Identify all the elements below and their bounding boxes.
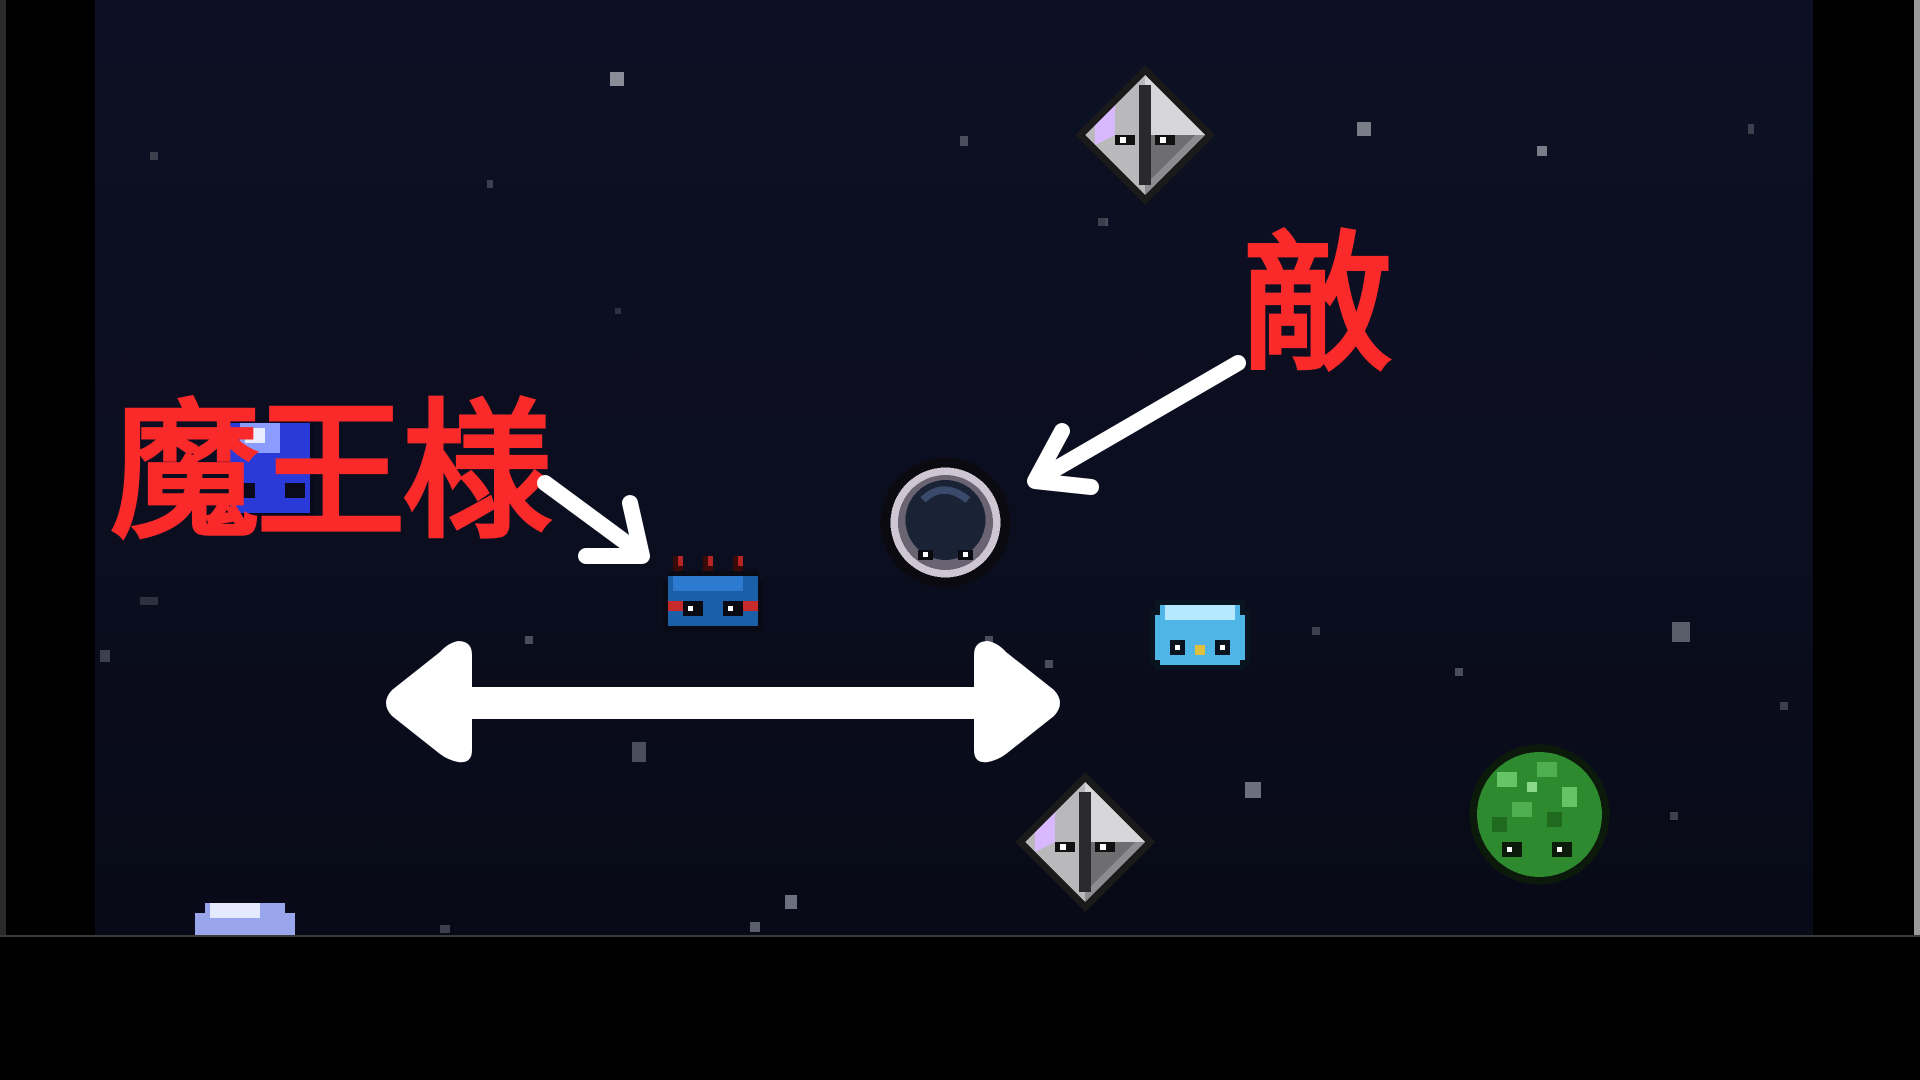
- crystal-enemy: [1015, 772, 1155, 912]
- star: [1312, 627, 1320, 635]
- star: [1045, 660, 1053, 668]
- star: [1455, 668, 1463, 676]
- demon-lord-blue-slime: [663, 556, 763, 631]
- enemy-dark-orb: [880, 457, 1011, 588]
- crystal-enemy: [1075, 65, 1215, 205]
- blue-slime-behind-label: [225, 418, 315, 518]
- star: [610, 72, 624, 86]
- demon-lord-label: 魔王様: [110, 386, 552, 560]
- star: [960, 136, 968, 146]
- star: [1670, 812, 1678, 820]
- playfield-bottom-edge: [0, 935, 1920, 937]
- star: [985, 636, 993, 644]
- enemy-label: 敵: [1242, 218, 1392, 392]
- star: [1245, 782, 1261, 798]
- window-left-border: [0, 0, 6, 1080]
- space-playfield: [95, 0, 1813, 935]
- star: [150, 152, 158, 160]
- partial-slime-bottom: [190, 898, 300, 935]
- window-right-border: [1914, 0, 1920, 1080]
- star: [140, 597, 158, 605]
- star: [440, 925, 450, 933]
- light-blue-slime: [1150, 600, 1250, 670]
- star: [1537, 146, 1547, 156]
- green-slime: [1469, 744, 1610, 885]
- star: [1672, 622, 1690, 642]
- star: [750, 922, 760, 932]
- star: [1748, 124, 1754, 134]
- star: [615, 308, 621, 314]
- star: [487, 180, 493, 188]
- star: [1780, 702, 1788, 710]
- star: [525, 636, 533, 644]
- bottom-black-bar: [0, 937, 1920, 1080]
- star: [785, 895, 797, 909]
- star: [1357, 122, 1371, 136]
- star: [1098, 218, 1106, 226]
- star: [100, 650, 110, 662]
- star: [632, 742, 646, 762]
